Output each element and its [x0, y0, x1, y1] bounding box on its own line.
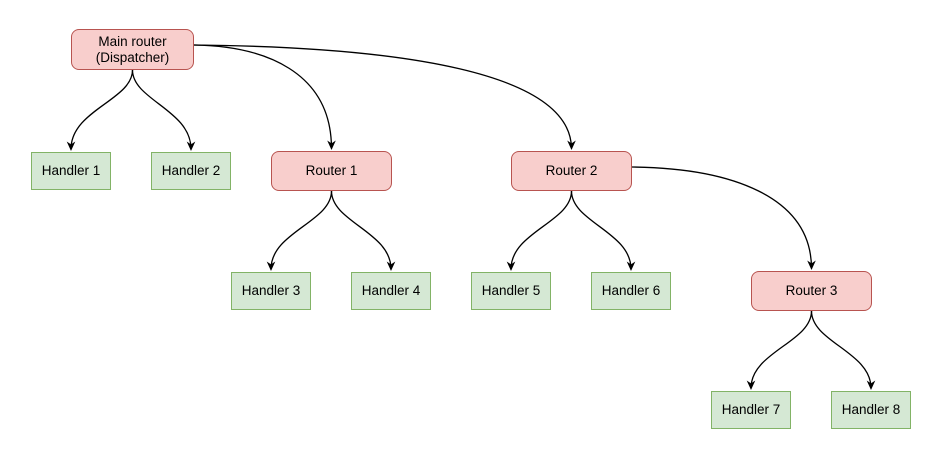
edge-main-h2-arrowhead	[186, 141, 196, 151]
edge-r2-r3-line	[631, 166, 813, 269]
edge-r2-h5-line	[510, 190, 573, 270]
edge-r3-h7-arrowhead	[746, 380, 756, 390]
edge-main-r1	[193, 44, 336, 150]
edge-r2-h5	[506, 190, 573, 271]
node-router-3[interactable]: Router 3	[751, 271, 872, 311]
node-handler-5[interactable]: Handler 5	[471, 272, 551, 310]
edge-main-r1-arrowhead	[327, 140, 336, 150]
edge-r2-h5-arrowhead	[506, 261, 516, 271]
node-router-2[interactable]: Router 2	[511, 151, 632, 191]
node-handler-7[interactable]: Handler 7	[711, 391, 791, 429]
edge-r2-h6	[570, 190, 636, 271]
node-handler-1[interactable]: Handler 1	[31, 152, 111, 190]
edge-r3-h8	[810, 310, 876, 390]
edge-main-h2	[131, 69, 196, 151]
node-handler-6[interactable]: Handler 6	[591, 272, 671, 310]
edge-r2-r3	[631, 166, 816, 270]
edge-r1-h3	[266, 190, 333, 271]
edge-main-r2-line	[193, 44, 573, 149]
edge-r1-h3-line	[270, 190, 333, 270]
node-handler-4[interactable]: Handler 4	[351, 272, 431, 310]
edge-r3-h8-line	[810, 310, 872, 389]
edge-r1-h4-arrowhead	[386, 261, 396, 271]
edge-main-r1-line	[193, 44, 333, 149]
edge-main-h1-arrowhead	[66, 141, 76, 151]
edge-r2-h6-arrowhead	[626, 261, 636, 271]
node-main-router[interactable]: Main router (Dispatcher)	[71, 29, 194, 70]
edge-r3-h7	[746, 310, 813, 390]
edge-r1-h3-arrowhead	[266, 261, 276, 271]
node-handler-2[interactable]: Handler 2	[151, 152, 231, 190]
edge-r1-h4	[330, 190, 396, 271]
node-handler-3[interactable]: Handler 3	[231, 272, 311, 310]
edge-r2-h6-line	[570, 190, 632, 270]
edge-r3-h8-arrowhead	[866, 380, 876, 390]
node-handler-8[interactable]: Handler 8	[831, 391, 911, 429]
node-router-1[interactable]: Router 1	[271, 151, 392, 191]
edge-main-r2	[193, 44, 576, 150]
edge-r2-r3-arrowhead	[807, 260, 816, 270]
edge-r3-h7-line	[750, 310, 813, 389]
edge-main-h1-line	[70, 69, 134, 150]
edge-r1-h4-line	[330, 190, 392, 270]
edge-main-r2-arrowhead	[567, 140, 576, 150]
edge-main-h1	[66, 69, 134, 151]
edge-main-h2-line	[131, 69, 192, 150]
